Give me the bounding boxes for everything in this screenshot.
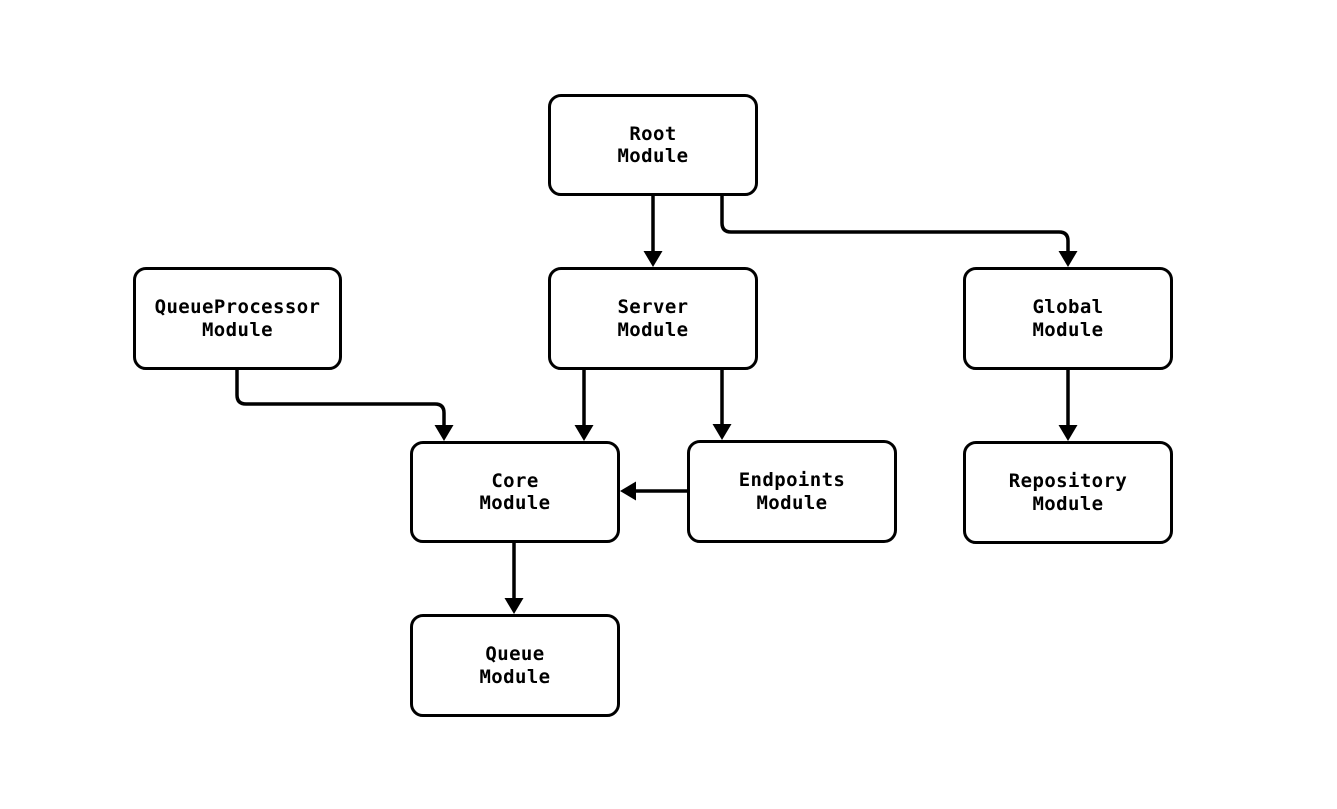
arrowhead-icon [434,425,454,441]
arrowhead-icon [504,598,524,614]
node-root-suffix: Module [617,145,689,167]
node-endpoints-name: Endpoints [738,469,846,492]
node-core-name: Core [491,469,539,492]
node-repository-name: Repository [1008,470,1128,493]
edge-queueprocessor-to-core [235,370,454,441]
arrowhead-icon [574,425,594,441]
node-server-name: Server [617,296,689,319]
edge-core-to-queue [504,543,524,614]
node-core-suffix: Module [479,492,551,514]
edge-global-to-repository [1058,370,1078,441]
arrowhead-icon [712,424,732,440]
arrowhead-icon [1058,425,1078,441]
edge-endpoints-to-core [620,481,687,501]
edge-root-to-server [643,196,663,267]
node-endpoints-suffix: Module [756,491,828,514]
node-repository-suffix: Module [1032,492,1104,515]
node-queueprocessor-suffix: Module [201,318,274,341]
edge-server-to-core [574,370,594,441]
edge-server-to-endpoints [712,370,732,440]
arrowhead-icon [620,481,636,501]
edge-line [235,370,446,432]
node-global-name: Global [1032,296,1104,319]
edge-root-to-global [720,196,1078,267]
node-queue-name: Queue [485,643,545,666]
arrowhead-icon [1058,251,1078,267]
arrowhead-icon [643,251,663,267]
node-queue-suffix: Module [479,665,551,688]
node-global-suffix: Module [1032,318,1104,341]
node-root-name: Root [629,122,677,145]
node-server-suffix: Module [617,318,689,341]
edge-line [720,196,1070,258]
node-queueprocessor-name: QueueProcessor [154,296,321,319]
